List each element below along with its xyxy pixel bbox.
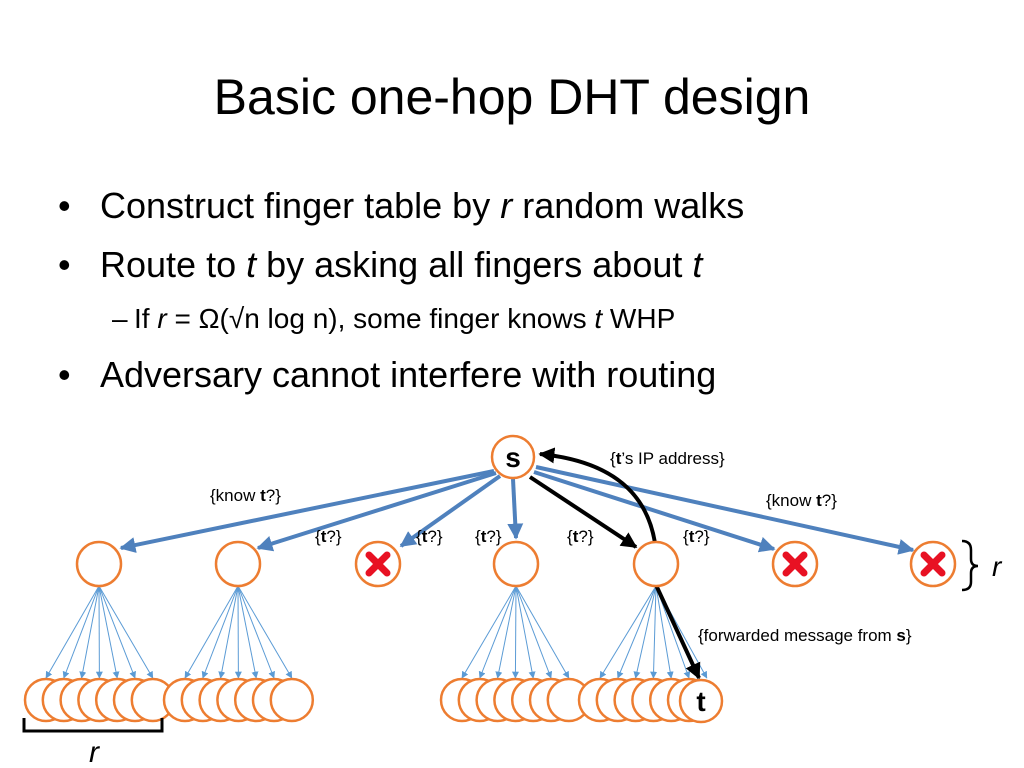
right-r-brace: r <box>961 539 1003 592</box>
leaf-node <box>269 677 315 723</box>
random-walk-arrow <box>461 585 517 679</box>
random-walk-arrow <box>62 585 100 679</box>
bottom-r-bracket: r <box>22 718 164 768</box>
reply-arrow <box>538 447 657 544</box>
random-walk-arrow <box>599 585 657 679</box>
random-walk-arrow <box>237 585 275 679</box>
bullet-marker: • <box>58 185 71 226</box>
random-walk-arrow <box>184 585 239 679</box>
query-labels: {know t?} {know t?} {t?} {t?} {t?} {t?} … <box>210 449 912 645</box>
finger-node <box>214 540 262 588</box>
t-query-label: {t?} <box>416 527 443 546</box>
red-x-icon <box>365 551 391 577</box>
reply-label: {t’s IP address} <box>610 449 725 468</box>
t-query-label: {t?} <box>683 527 710 546</box>
know-t-label-left: {know t?} <box>210 486 281 505</box>
bullet-marker: • <box>58 244 71 285</box>
slide-title: Basic one-hop DHT design <box>213 69 811 125</box>
red-x-icon <box>920 551 946 577</box>
t-query-label: {t?} <box>567 527 594 546</box>
random-walk-arrow <box>218 585 239 679</box>
finger-node <box>492 540 540 588</box>
random-walk-arrow <box>98 585 154 679</box>
query-arrow-finger-2 <box>256 471 497 552</box>
t-query-label: {t?} <box>315 527 342 546</box>
random-walk-arrow <box>511 585 519 679</box>
failed-finger-node <box>354 540 402 588</box>
leaf-nodes <box>23 677 712 723</box>
bottom-bracket <box>22 718 164 733</box>
response-arrows <box>528 447 701 680</box>
random-walk-arrow <box>98 585 120 679</box>
bullet-finger-table: • Construct finger table by r random wal… <box>58 182 744 241</box>
finger-node <box>632 540 680 588</box>
random-walk-arrow <box>98 585 136 679</box>
source-node-s: s <box>490 434 536 480</box>
r-label-right: r <box>992 551 1003 582</box>
random-walk-arrow <box>515 585 553 679</box>
finger-nodes <box>75 540 957 588</box>
random-walk-arrow <box>45 585 100 679</box>
query-arrow-finger-5 <box>528 475 638 549</box>
t-query-label: {t?} <box>475 527 502 546</box>
forward-label: {forwarded message from s} <box>698 626 912 645</box>
random-walk-arrow <box>237 585 259 679</box>
random-walk-arrow <box>478 585 517 679</box>
random-walk-arrow <box>495 585 517 679</box>
sub-bullet-marker: – <box>112 303 128 334</box>
random-walk-arrow <box>650 585 658 679</box>
random-walk-arrow <box>515 585 536 679</box>
svg-text:s: s <box>505 442 521 473</box>
query-arrow-finger-3 <box>399 474 502 548</box>
forward-arrow <box>654 584 701 680</box>
red-x-icon <box>782 551 808 577</box>
query-arrow-finger-6 <box>533 470 776 553</box>
bullet-adversary: • Adversary cannot interfere with routin… <box>58 351 744 410</box>
random-walk-arrow <box>633 585 657 679</box>
random-walk-fans <box>45 585 708 679</box>
random-walk-arrow <box>655 585 674 679</box>
target-node-t: t <box>678 678 724 724</box>
random-walk-arrow <box>201 585 239 679</box>
random-walk-arrow <box>79 585 100 679</box>
random-walk-arrow <box>515 585 570 679</box>
svg-text:t: t <box>696 686 705 717</box>
query-arrows <box>119 465 915 555</box>
finger-node <box>75 540 123 588</box>
r-label-bottom: r <box>89 736 100 768</box>
query-arrow-finger-4 <box>507 478 524 540</box>
right-brace <box>961 539 979 592</box>
failed-finger-node <box>909 540 957 588</box>
bullet-route: • Route to t by asking all fingers about… <box>58 241 744 300</box>
sub-bullet-whp: – If r = Ω(√n log n), some finger knows … <box>58 300 744 351</box>
bullet-list: • Construct finger table by r random wal… <box>58 182 744 410</box>
random-walk-arrow <box>616 585 657 679</box>
query-arrow-finger-1 <box>119 469 495 553</box>
query-arrow-finger-7 <box>535 465 915 555</box>
bullet-marker: • <box>58 354 71 395</box>
failed-finger-node <box>771 540 819 588</box>
random-walk-arrow <box>237 585 293 679</box>
know-t-label-right: {know t?} <box>766 491 837 510</box>
